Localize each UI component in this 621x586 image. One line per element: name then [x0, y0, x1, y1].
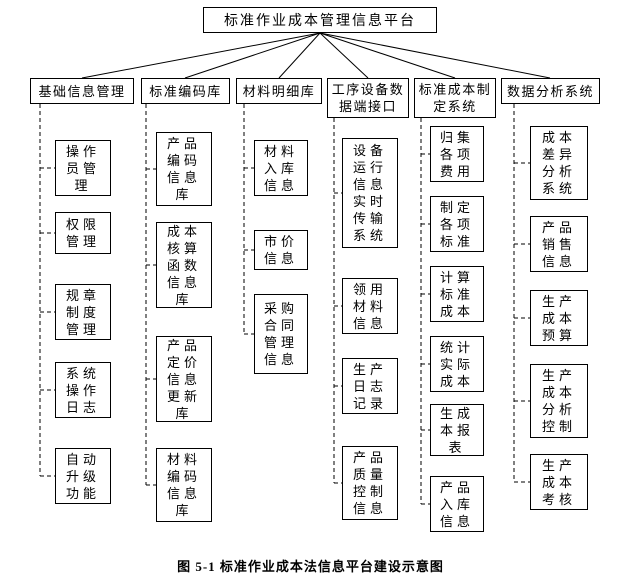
tree-node: 设备运行信息实时传输系统 — [342, 138, 398, 248]
tree-node: 采购合同管理信息 — [254, 294, 308, 374]
tree-node: 系统操作日志 — [55, 362, 111, 418]
tree-node: 领用材料信息 — [342, 278, 398, 334]
header-material-detail-library: 材料明细库 — [236, 78, 322, 104]
tree-node: 材料入库信息 — [254, 140, 308, 196]
header-standard-cost-system: 标准成本制定系统 — [414, 78, 496, 118]
tree-node: 产品入库信息 — [430, 476, 484, 532]
tree-node: 计算标准成本 — [430, 266, 484, 322]
tree-node: 成本差异分析系统 — [530, 126, 588, 200]
tree-node: 自动升级功能 — [55, 448, 111, 504]
tree-node: 生产成本分析控制 — [530, 364, 588, 438]
tree-node: 规章制度管理 — [55, 284, 111, 340]
root-node-title: 标准作业成本管理信息平台 — [203, 7, 437, 33]
tree-node: 市价信息 — [254, 230, 308, 270]
tree-node: 产品定价信息更新库 — [156, 336, 212, 422]
tree-node: 材料编码信息库 — [156, 448, 212, 522]
header-basic-info-management: 基础信息管理 — [30, 78, 134, 104]
tree-node: 统计实际成本 — [430, 336, 484, 392]
tree-node: 制定各项标准 — [430, 196, 484, 252]
tree-node: 生产成本预算 — [530, 290, 588, 346]
tree-node: 成本核算函数信息库 — [156, 222, 212, 308]
tree-node: 操作员管理 — [55, 140, 111, 196]
header-standard-code-library: 标准编码库 — [141, 78, 230, 104]
header-data-analysis-system: 数据分析系统 — [501, 78, 600, 104]
tree-node: 归集各项费用 — [430, 126, 484, 182]
tree-node: 产品质量控制信息 — [342, 446, 398, 520]
tree-node: 生产日志记录 — [342, 358, 398, 414]
tree-node: 生成本报表 — [430, 404, 484, 456]
figure-caption: 图 5-1 标准作业成本法信息平台建设示意图 — [177, 559, 444, 574]
tree-node: 产品销售信息 — [530, 216, 588, 272]
header-process-equipment-data-interface: 工序设备数据端接口 — [327, 78, 409, 118]
tree-node: 产品编码信息库 — [156, 132, 212, 206]
tree-node: 生产成本考核 — [530, 454, 588, 510]
tree-node: 权限管理 — [55, 212, 111, 254]
